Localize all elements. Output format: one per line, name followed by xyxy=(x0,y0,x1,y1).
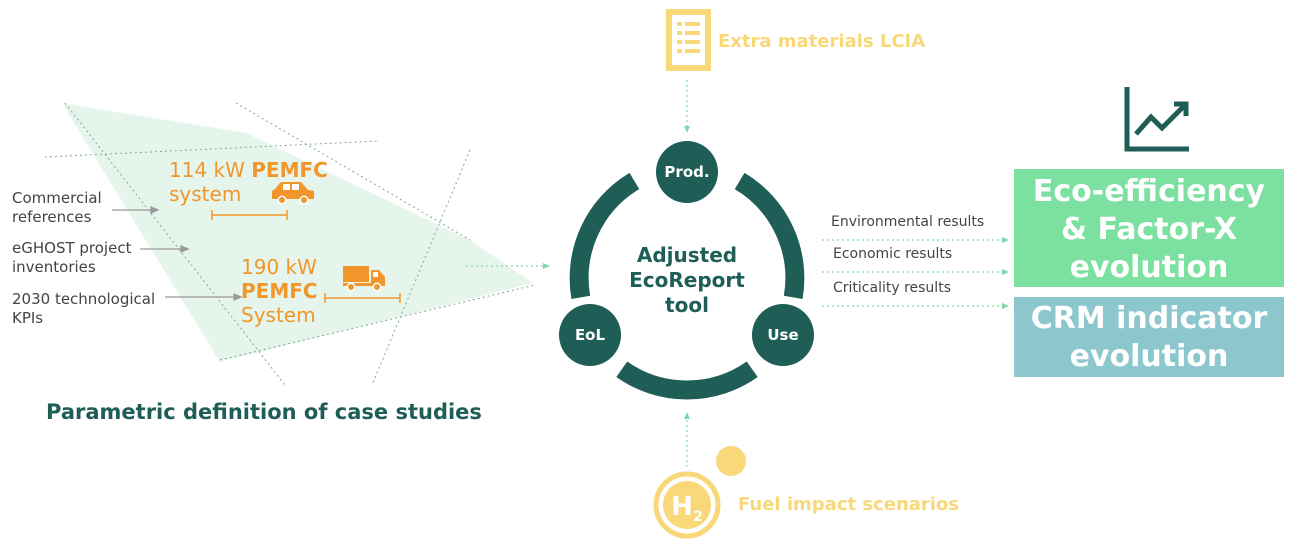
cycle-ring xyxy=(569,172,805,400)
truck-icon xyxy=(343,266,385,292)
case-study-area xyxy=(62,103,533,362)
extra-materials-label: Extra materials LCIA xyxy=(718,31,926,52)
car-icon xyxy=(272,182,314,205)
construction-lines xyxy=(44,102,536,386)
center-line: tool xyxy=(665,293,709,317)
trend-chart-icon xyxy=(1124,87,1189,152)
criticality-results-label: Criticality results xyxy=(833,280,951,296)
input-commercial-references: Commercial references xyxy=(12,189,102,227)
case-study-2: 190 kW PEMFC System xyxy=(241,255,318,327)
input-label-line: eGHOST project xyxy=(12,239,132,257)
svg-text:H: H xyxy=(671,492,693,522)
node-prod-label: Prod. xyxy=(664,163,710,181)
input-label-line: Commercial xyxy=(12,189,102,207)
input-arrows xyxy=(112,206,243,301)
crm-indicator-line: evolution xyxy=(1069,339,1229,374)
scale-bars xyxy=(211,210,401,303)
hydrogen-icon: H 2 xyxy=(653,446,746,539)
node-prod xyxy=(656,141,718,203)
case-1-tech: PEMFC xyxy=(251,158,328,182)
case-2-tech: PEMFC xyxy=(241,279,318,303)
input-label-line: references xyxy=(12,208,92,226)
case-2-system: System xyxy=(241,303,316,327)
node-use-label: Use xyxy=(767,326,799,344)
crm-indicator-box: CRM indicator evolution xyxy=(1014,297,1284,377)
eco-efficiency-line: Eco-efficiency xyxy=(1032,174,1266,209)
case-study-1: 114 kW PEMFC system xyxy=(169,158,328,206)
flow-arrows xyxy=(466,80,1003,467)
economic-results-label: Economic results xyxy=(833,246,953,262)
case-1-power: 114 kW xyxy=(169,158,245,182)
case-1-line-1: 114 kW PEMFC xyxy=(169,158,328,182)
input-label-line: 2030 technological xyxy=(12,290,156,308)
center-line: Adjusted xyxy=(636,243,738,267)
environmental-results-label: Environmental results xyxy=(831,214,985,230)
case-2-power: 190 kW xyxy=(241,255,317,279)
case-studies-caption: Parametric definition of case studies xyxy=(46,400,482,424)
center-line: EcoReport xyxy=(629,268,745,292)
input-project-inventories: eGHOST project inventories xyxy=(12,239,131,277)
input-label-line: inventories xyxy=(12,258,96,276)
case-1-system: system xyxy=(169,182,242,206)
eco-efficiency-line: evolution xyxy=(1069,250,1229,285)
document-list-icon xyxy=(666,9,711,71)
fuel-impact-label: Fuel impact scenarios xyxy=(738,494,960,515)
center-tool-label: Adjusted EcoReport tool xyxy=(607,243,767,318)
eco-efficiency-line: & Factor-X xyxy=(1060,212,1238,247)
svg-text:2: 2 xyxy=(693,509,703,525)
node-eol xyxy=(559,304,621,366)
input-technological-kpis: 2030 technological KPIs xyxy=(12,290,155,328)
input-label-line: KPIs xyxy=(12,309,44,327)
flow-arrowheads xyxy=(543,126,1009,419)
node-use xyxy=(752,304,814,366)
node-eol-label: EoL xyxy=(574,326,606,344)
crm-indicator-line: CRM indicator xyxy=(1030,301,1268,336)
eco-efficiency-box: Eco-efficiency & Factor-X evolution xyxy=(1014,169,1284,287)
